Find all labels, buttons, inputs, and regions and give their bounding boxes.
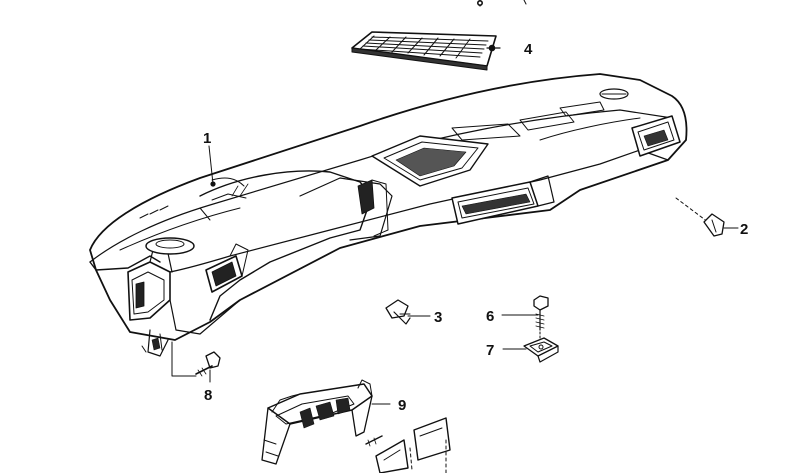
callout-1: 1 (203, 130, 211, 147)
dashboard-panel-part (89, 73, 688, 357)
callout-labels: 1 2 3 4 6 7 8 9 (203, 41, 748, 414)
clip-nut-part (502, 337, 559, 363)
callout-9: 9 (398, 397, 406, 414)
callout-6: 6 (486, 308, 494, 325)
callout-4: 4 (524, 41, 533, 58)
bolt-part (171, 341, 221, 383)
callout-3: 3 (434, 309, 442, 326)
hex-screw-part (501, 295, 549, 341)
callout-8: 8 (204, 387, 212, 404)
speaker-grille-part (351, 0, 527, 71)
air-vent-bracket-part (261, 379, 451, 473)
expanding-rivet-part (385, 299, 431, 325)
bulb-holder-clip-part (675, 197, 739, 237)
callout-2: 2 (740, 221, 748, 238)
callout-7: 7 (486, 342, 494, 359)
